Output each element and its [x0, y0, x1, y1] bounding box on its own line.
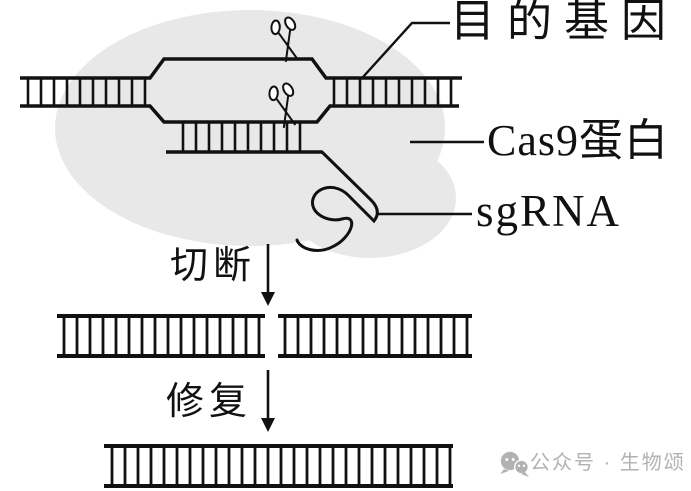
- sgrna-strand: [166, 122, 379, 252]
- cut-arrow: [261, 244, 275, 306]
- repair-arrow: [261, 370, 275, 432]
- label-step-repair: 修复: [166, 381, 253, 423]
- dna-rungs-left: [26, 78, 147, 106]
- sgrna-pairing-rungs: [181, 122, 302, 152]
- sgrna-squiggle: [295, 150, 379, 252]
- leader-line-target-gene: [362, 21, 450, 78]
- dna-double-helix: [20, 57, 462, 124]
- label-cas9-protein: Cas9蛋白: [487, 116, 669, 165]
- label-sgrna: sgRNA: [476, 186, 622, 236]
- repaired-dna: [104, 444, 453, 488]
- wechat-icon: [500, 451, 530, 477]
- cut-dna-right-fragment: [278, 314, 472, 358]
- label-step-cut: 切断: [170, 245, 257, 287]
- dna-rungs-right: [332, 78, 453, 106]
- label-target-gene: 目的基因: [450, 0, 679, 46]
- watermark-text: 公众号 · 生物颂: [530, 452, 686, 474]
- cas9-protein-blob: [55, 10, 456, 258]
- cut-dna-left-fragment: [57, 314, 265, 358]
